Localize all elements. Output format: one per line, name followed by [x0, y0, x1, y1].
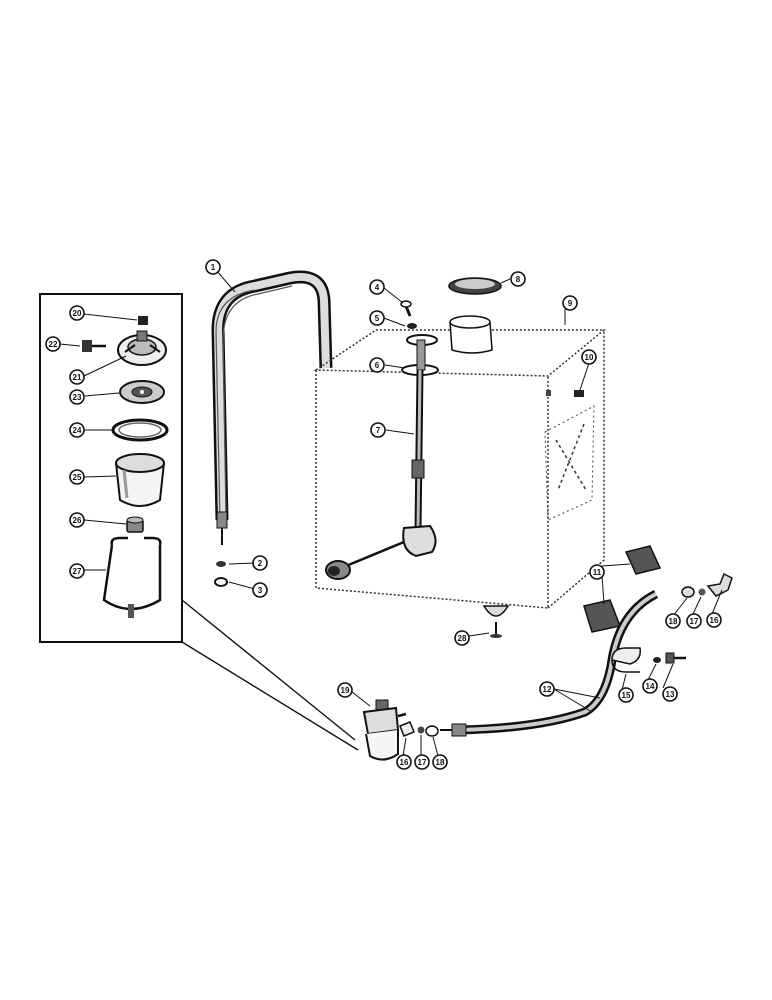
callout-7: 7 [376, 426, 381, 435]
callout-12: 12 [543, 685, 552, 694]
callout-5: 5 [375, 314, 380, 323]
part-22-screw [82, 340, 106, 352]
part-17-sleeve-lower [417, 726, 425, 734]
part-5-washer [407, 323, 417, 329]
inset-frame [39, 293, 183, 643]
callout-23: 23 [73, 393, 82, 402]
part-28-drain-plug [482, 605, 510, 638]
callout-20: 20 [73, 309, 82, 318]
callout-9: 9 [568, 299, 573, 308]
part-3-nut [214, 577, 228, 587]
part-25-glass-bowl [115, 453, 165, 507]
callouts [59, 269, 723, 757]
callout-28: 28 [458, 634, 467, 643]
callout-10: 10 [585, 353, 594, 362]
part-24-gasket [111, 418, 169, 442]
callout-circles [45, 259, 722, 770]
callout-24: 24 [73, 426, 82, 435]
part-1-fuel-pipe [211, 270, 333, 545]
callout-6: 6 [375, 361, 380, 370]
callout-21: 21 [73, 373, 82, 382]
part-16-elbow-upper [706, 572, 733, 597]
part-18-fitting-upper [681, 586, 695, 598]
part-4-screw [400, 300, 412, 317]
part-20-cap [138, 316, 148, 325]
part-9-fuel-tank [313, 315, 607, 609]
callout-18: 18 [669, 617, 678, 626]
part-12-fuel-hose [440, 589, 659, 737]
callout-16: 16 [710, 616, 719, 625]
part-23-screen [119, 380, 165, 404]
tank-filler-neck [449, 315, 493, 354]
callout-25: 25 [73, 473, 82, 482]
callout-18-lower: 18 [436, 758, 445, 767]
callout-1: 1 [211, 263, 216, 272]
part-16-elbow-lower [399, 721, 415, 737]
part-13-bolt [665, 652, 686, 664]
callout-8: 8 [516, 275, 521, 284]
part-19-sediment-bowl-assembly [362, 699, 407, 761]
part-17-sleeve-upper [698, 588, 706, 596]
inset-leader-line [181, 641, 359, 751]
inset-leader-line [181, 599, 356, 741]
part-11-insulation-pads [583, 545, 662, 633]
callout-3: 3 [258, 586, 263, 595]
callout-17: 17 [690, 617, 699, 626]
callout-numbers: 1 2 3 4 5 6 7 8 9 10 11 12 13 14 15 16 1… [49, 263, 719, 767]
callout-14: 14 [646, 682, 655, 691]
part-26-nut [126, 516, 144, 533]
callout-2: 2 [258, 559, 263, 568]
part-15-clip [611, 647, 642, 673]
callout-19: 19 [341, 686, 350, 695]
callout-11: 11 [593, 568, 602, 577]
part-21-filter-head [117, 330, 167, 366]
sediment-bowl-inset [39, 293, 359, 751]
callout-4: 4 [375, 283, 380, 292]
part-8-filler-cap [448, 277, 502, 295]
part-10-grommet [574, 390, 584, 397]
callout-26: 26 [73, 516, 82, 525]
part-7-fuel-gauge-sender [325, 369, 437, 580]
part-14-washer [653, 657, 661, 663]
part-18-fitting-lower [425, 725, 439, 737]
part-2-lock-washer [216, 561, 226, 567]
callout-27: 27 [73, 567, 82, 576]
callout-22: 22 [49, 340, 58, 349]
callout-16-lower: 16 [400, 758, 409, 767]
callout-17-lower: 17 [418, 758, 427, 767]
part-6-gauge-flange [401, 334, 439, 376]
part-27-bail [102, 536, 162, 618]
callout-15: 15 [622, 691, 631, 700]
callout-13: 13 [666, 690, 675, 699]
